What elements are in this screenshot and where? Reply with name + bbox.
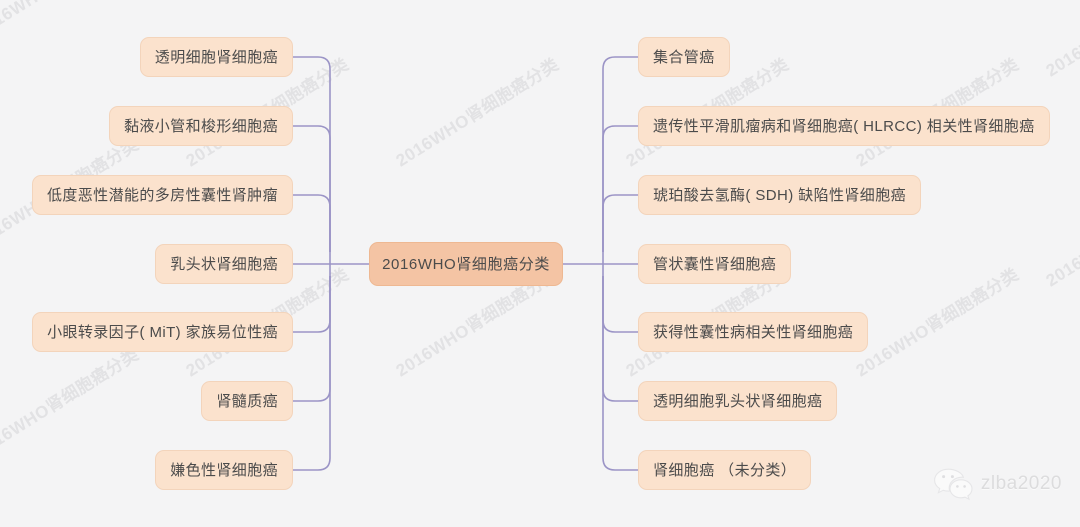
connector-left-7 [293, 276, 331, 471]
left-node-6[interactable]: 肾髓质癌 [201, 381, 293, 421]
watermark-text: 2016WHO肾细胞癌分类 [852, 264, 1023, 381]
left-node-3[interactable]: 低度恶性潜能的多房性囊性肾肿瘤 [31, 175, 293, 215]
right-node-3[interactable]: 琥珀酸去氢酶( SDH) 缺陷性肾细胞癌 [638, 175, 921, 215]
connector-right-6 [602, 276, 638, 402]
left-node-5[interactable]: 小眼转录因子( MiT) 家族易位性癌 [32, 312, 293, 352]
left-node-2[interactable]: 黏液小管和梭形细胞癌 [108, 106, 293, 146]
left-node-1[interactable]: 透明细胞肾细胞癌 [139, 37, 293, 77]
wechat-account-name: zlba2020 [980, 473, 1062, 494]
connector-right-5 [602, 276, 638, 333]
left-node-4[interactable]: 乳头状肾细胞癌 [155, 244, 293, 284]
connector-left-2 [293, 125, 331, 252]
right-node-7[interactable]: 肾细胞癌 （未分类） [638, 450, 812, 490]
watermark-text: 2016WHO肾细胞癌分类 [1042, 174, 1080, 291]
watermark-text: 2016WHO肾细胞癌分类 [0, 0, 143, 41]
right-node-6[interactable]: 透明细胞乳头状肾细胞癌 [638, 381, 838, 421]
wechat-icon [933, 467, 973, 501]
right-node-2[interactable]: 遗传性平滑肌瘤病和肾细胞癌( HLRCC) 相关性肾细胞癌 [638, 106, 1050, 146]
connector-left-1 [293, 56, 331, 252]
connector-right-3 [602, 194, 638, 252]
connector-left-3 [293, 194, 331, 252]
connector-right-1 [602, 56, 638, 252]
wechat-account-badge: zlba2020 [933, 467, 1062, 501]
center-node[interactable]: 2016WHO肾细胞癌分类 [369, 242, 563, 286]
right-node-4[interactable]: 管状囊性肾细胞癌 [638, 244, 792, 284]
connector-left-6 [293, 276, 331, 402]
connector-right-2 [602, 125, 638, 252]
watermark-text: 2016WHO肾细胞癌分类 [0, 344, 143, 461]
left-node-7[interactable]: 嫌色性肾细胞癌 [155, 450, 293, 490]
right-node-1[interactable]: 集合管癌 [638, 37, 730, 77]
connector-right-7 [602, 276, 638, 471]
watermark-text: 2016WHO肾细胞癌分类 [1042, 0, 1080, 81]
right-node-5[interactable]: 获得性囊性病相关性肾细胞癌 [638, 312, 869, 352]
watermark-text: 2016WHO肾细胞癌分类 [392, 54, 563, 171]
connector-left-5 [293, 276, 331, 333]
